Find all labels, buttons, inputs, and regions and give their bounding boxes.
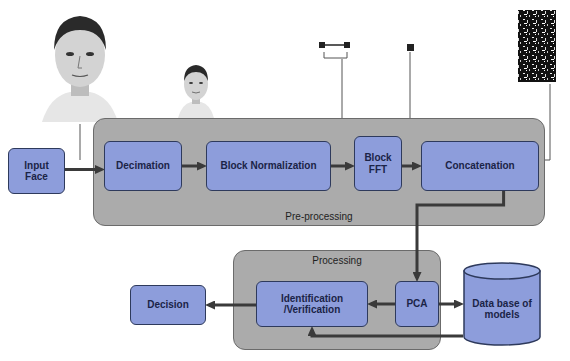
flow-arrow <box>209 304 256 307</box>
flow-arrow <box>371 303 395 306</box>
database-cylinder: Data base of models <box>463 262 541 346</box>
box-label: Decimation <box>116 160 170 172</box>
input-box: Input Face <box>8 148 65 194</box>
leader-line <box>550 84 551 160</box>
process-box: Concatenation <box>421 141 539 191</box>
leader-line <box>80 124 81 160</box>
stage-label: Processing <box>234 255 440 266</box>
box-label: Block Normalization <box>220 160 316 172</box>
box-label: Data base of models <box>467 298 537 321</box>
box-label: Decision <box>147 299 189 311</box>
process-box: Block Normalization <box>206 141 331 191</box>
box-label: PCA <box>406 298 427 310</box>
flow-arrow <box>182 165 203 168</box>
stage-label: Pre-processing <box>94 211 544 222</box>
process-box: Identification /Verification <box>256 281 368 327</box>
process-box: Decimation <box>104 141 182 191</box>
flow-arrow <box>402 165 418 168</box>
flow-arrow <box>439 303 460 306</box>
feature-texture <box>518 10 556 82</box>
small-face-photo <box>178 65 214 118</box>
stage-band: Pre-processing Decimation Block Normalizat… <box>93 118 545 226</box>
process-box: Block FFT <box>354 136 402 191</box>
box-label: Input Face <box>12 160 61 183</box>
box-label: Identification /Verification <box>260 293 364 316</box>
box-label: Concatenation <box>445 160 514 172</box>
box-label: Block FFT <box>358 152 398 175</box>
flow-arrow <box>331 165 351 168</box>
flow-arrow <box>65 168 101 171</box>
block-icon <box>319 42 350 58</box>
output-box: Decision <box>130 285 206 325</box>
large-face-photo <box>42 16 118 122</box>
fft-icon <box>407 44 414 51</box>
process-box: PCA <box>395 281 439 327</box>
